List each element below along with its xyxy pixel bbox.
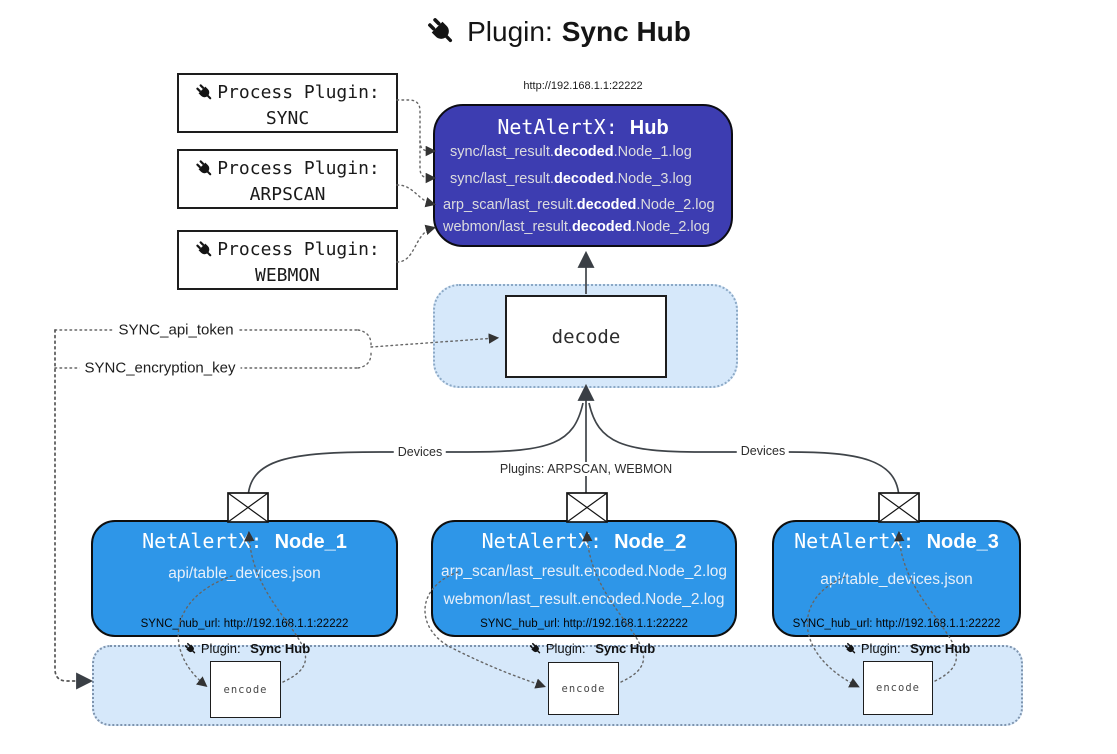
node-box-node-3: NetAlertX: Node_3 api/table_devices.json… xyxy=(772,520,1021,637)
plug-icon xyxy=(195,83,215,103)
plug-icon xyxy=(195,159,215,179)
plug-icon xyxy=(426,16,458,48)
envelope-icon xyxy=(566,492,608,523)
process-plugin-name: ARPSCAN xyxy=(249,184,326,205)
node-box-node-2: NetAlertX: Node_2 arp_scan/last_result.e… xyxy=(431,520,737,637)
process-plugin-box-arpscan: Process Plugin: ARPSCAN xyxy=(177,149,398,209)
process-plugin-name: SYNC xyxy=(265,108,310,129)
node-file-line: arp_scan/last_result.encoded.Node_2.log xyxy=(440,563,728,580)
node-title: NetAlertX: Node_1 xyxy=(142,529,347,553)
hub-title: NetAlertX: Hub xyxy=(435,115,731,140)
sync-api-token-label: SYNC_api_token xyxy=(113,321,239,339)
process-plugin-box-sync: Process Plugin: SYNC xyxy=(177,73,398,133)
encoder-plugin-label: Plugin: Sync Hub xyxy=(184,641,310,656)
plug-icon xyxy=(195,240,215,260)
decode-box: decode xyxy=(505,295,667,378)
node-hub-url: SYNC_hub_url: http://192.168.1.1:22222 xyxy=(792,618,1001,630)
page-title-prefix: Plugin: xyxy=(467,16,553,47)
node-box-node-1: NetAlertX: Node_1 api/table_devices.json… xyxy=(91,520,398,637)
process-plugin-label: Process Plugin: xyxy=(217,158,380,179)
node-file-line: webmon/last_result.encoded.Node_2.log xyxy=(443,591,725,608)
node-title: NetAlertX: Node_2 xyxy=(481,529,687,553)
process-plugin-label: Process Plugin: xyxy=(217,239,380,260)
process-plugin-label: Process Plugin: xyxy=(217,82,380,103)
devices-edge-label-right: Devices xyxy=(736,444,790,458)
process-plugin-box-webmon: Process Plugin: WEBMON xyxy=(177,230,398,290)
hub-file-line: webmon/last_result.decoded.Node_2.log xyxy=(443,219,710,235)
hub-title-prefix: NetAlertX: xyxy=(497,115,630,139)
hub-file-line: sync/last_result.decoded.Node_3.log xyxy=(450,171,692,187)
hub-box: NetAlertX: Hub sync/last_result.decoded.… xyxy=(433,104,733,247)
plugins-edge-label: Plugins: ARPSCAN, WEBMON xyxy=(495,462,677,476)
hub-file-line: arp_scan/last_result.decoded.Node_2.log xyxy=(443,197,715,213)
plug-icon xyxy=(184,642,198,656)
encode-box: encode xyxy=(210,661,281,718)
node-title: NetAlertX: Node_3 xyxy=(794,529,999,553)
devices-edge-label-left: Devices xyxy=(393,445,447,459)
encode-box: encode xyxy=(548,662,619,715)
hub-title-name: Hub xyxy=(629,117,669,139)
node-file-line: api/table_devices.json xyxy=(168,565,321,582)
node-file-line: api/table_devices.json xyxy=(820,571,973,588)
process-plugin-name: WEBMON xyxy=(254,265,321,286)
plug-icon xyxy=(844,642,858,656)
page-title-name: Sync Hub xyxy=(561,16,691,47)
envelope-icon xyxy=(227,492,269,523)
encoder-plugin-label: Plugin: Sync Hub xyxy=(844,641,970,656)
sync-encryption-key-label: SYNC_encryption_key xyxy=(79,359,241,377)
encoder-plugin-label: Plugin: Sync Hub xyxy=(529,641,655,656)
encode-box: encode xyxy=(863,661,933,715)
node-hub-url: SYNC_hub_url: http://192.168.1.1:22222 xyxy=(140,618,349,630)
node-hub-url: SYNC_hub_url: http://192.168.1.1:22222 xyxy=(480,618,688,630)
plug-icon xyxy=(529,642,543,656)
envelope-icon xyxy=(878,492,920,523)
page-title: Plugin: Sync Hub xyxy=(0,16,1117,48)
plugin-to-hub-connectors xyxy=(396,99,437,263)
hub-file-line: sync/last_result.decoded.Node_1.log xyxy=(450,144,692,160)
hub-url-label: http://192.168.1.1:22222 xyxy=(523,80,643,92)
